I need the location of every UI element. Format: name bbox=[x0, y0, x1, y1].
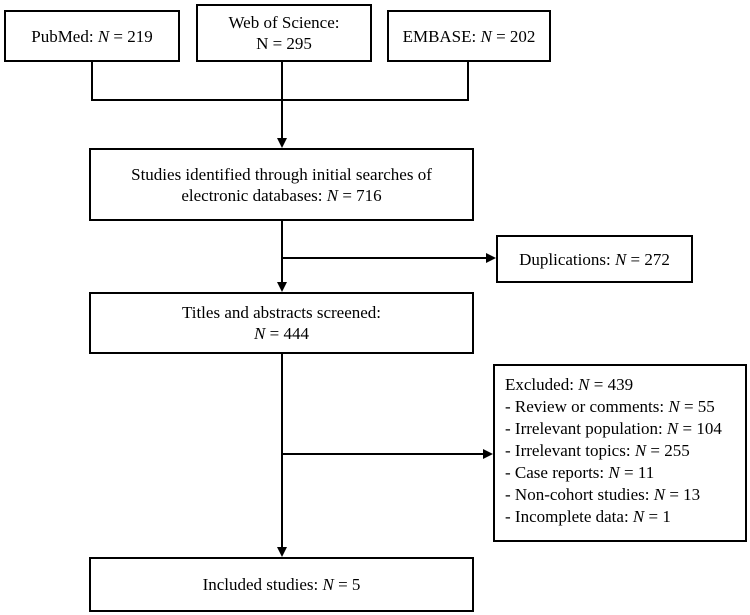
pubmed-box: PubMed: N = 219 bbox=[4, 10, 180, 62]
identified-line-2: electronic databases: N = 716 bbox=[181, 185, 382, 205]
excluded-item: - Irrelevant topics: N = 255 bbox=[505, 441, 690, 460]
web-of-science-count: N = 295 bbox=[256, 34, 312, 53]
excluded-item: - Non-cohort studies: N = 13 bbox=[505, 485, 701, 504]
embase-count: EMBASE: N = 202 bbox=[402, 26, 536, 46]
excluded-item: - Incomplete data: N = 1 bbox=[505, 507, 671, 526]
duplications-count: Duplications: N = 272 bbox=[519, 249, 670, 269]
screened-count: N = 444 bbox=[254, 324, 309, 343]
excluded-item: - Irrelevant population: N = 104 bbox=[505, 419, 722, 438]
screened-box: Titles and abstracts screened: N = 444 bbox=[89, 292, 474, 354]
web-of-science-label: Web of Science: bbox=[228, 13, 340, 32]
included-count: Included studies: N = 5 bbox=[202, 575, 361, 594]
included-box: Included studies: N = 5 bbox=[89, 557, 474, 612]
identified-line-1: Studies identified through initial searc… bbox=[131, 164, 432, 184]
screened-line-1: Titles and abstracts screened: bbox=[181, 303, 382, 322]
identified-box: Studies identified through initial searc… bbox=[89, 148, 474, 221]
excluded-box: Excluded: N = 439 - Review or comments: … bbox=[493, 364, 747, 542]
pubmed-count: PubMed: N = 219 bbox=[31, 26, 153, 46]
excluded-item: - Case reports: N = 11 bbox=[505, 463, 655, 482]
excluded-header: Excluded: N = 439 bbox=[505, 375, 634, 394]
excluded-item: - Review or comments: N = 55 bbox=[505, 397, 715, 416]
web-of-science-box: Web of Science: N = 295 bbox=[196, 4, 372, 62]
duplications-box: Duplications: N = 272 bbox=[496, 235, 693, 283]
embase-box: EMBASE: N = 202 bbox=[387, 10, 551, 62]
